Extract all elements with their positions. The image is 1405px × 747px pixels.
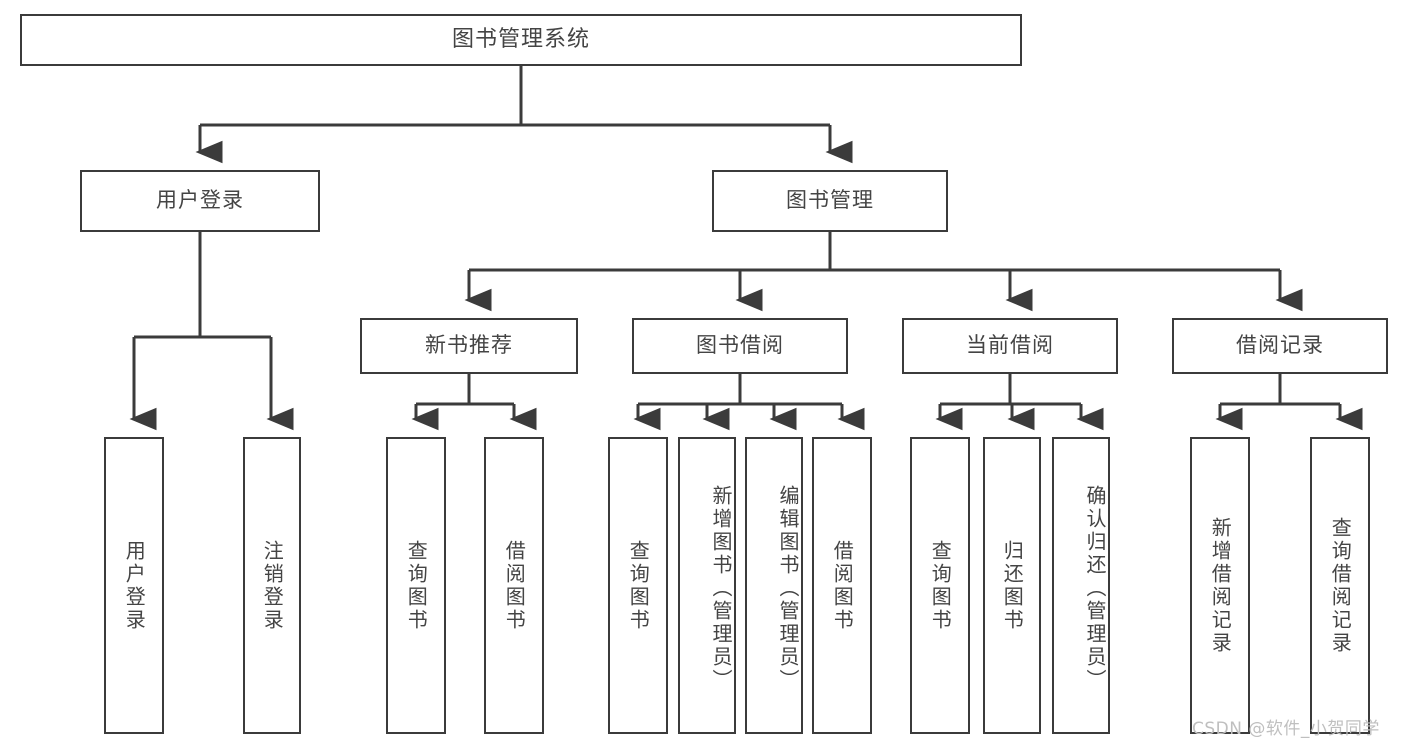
leaf-current-confirm-return-admin[interactable]: 确认归还（管理员） [1052,437,1110,734]
node-book-management[interactable]: 图书管理 [712,170,948,232]
leaf-current-query-book[interactable]: 查询图书 [910,437,970,734]
leaf-borrow-query-book[interactable]: 查询图书 [608,437,668,734]
csdn-watermark: CSDN @软件_小贺同学 [1192,719,1380,739]
leaf-records-add-record[interactable]: 新增借阅记录 [1190,437,1250,734]
leaf-newbook-borrow-book[interactable]: 借阅图书 [484,437,544,734]
node-root-system[interactable]: 图书管理系统 [20,14,1022,66]
leaf-records-query-record[interactable]: 查询借阅记录 [1310,437,1370,734]
leaf-current-return-book[interactable]: 归还图书 [983,437,1041,734]
node-borrow-records[interactable]: 借阅记录 [1172,318,1388,374]
node-new-book-recommend[interactable]: 新书推荐 [360,318,578,374]
node-book-borrow[interactable]: 图书借阅 [632,318,848,374]
leaf-user-logout[interactable]: 注销登录 [243,437,301,734]
node-current-borrow[interactable]: 当前借阅 [902,318,1118,374]
node-user-login[interactable]: 用户登录 [80,170,320,232]
leaf-newbook-query-book[interactable]: 查询图书 [386,437,446,734]
leaf-borrow-add-book-admin[interactable]: 新增图书（管理员） [678,437,736,734]
leaf-borrow-edit-book-admin[interactable]: 编辑图书（管理员） [745,437,803,734]
leaf-user-login[interactable]: 用户登录 [104,437,164,734]
leaf-borrow-borrow-book[interactable]: 借阅图书 [812,437,872,734]
